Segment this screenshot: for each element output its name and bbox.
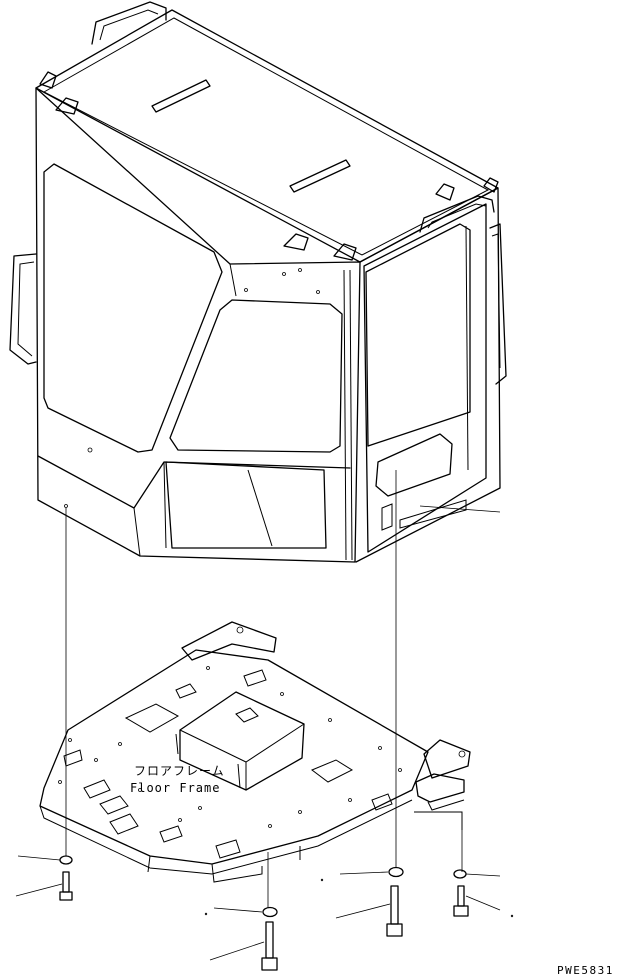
washer [59, 855, 73, 865]
bolt [453, 885, 469, 917]
side-handrail-left [9, 253, 37, 365]
floor-frame-label-jp: フロアフレーム [134, 764, 225, 778]
cab-right-side [355, 187, 501, 563]
cab-left-side [35, 87, 361, 563]
bolt [261, 921, 278, 971]
washer [262, 906, 278, 918]
cab-door-window [365, 223, 471, 447]
roof-handrail-right [419, 195, 495, 233]
leader-lines [15, 505, 514, 961]
floor-frame-plate [39, 649, 429, 865]
roof-handrail-left [91, 1, 167, 45]
side-handrail-right [489, 223, 507, 385]
floor-frame [39, 621, 471, 883]
alignment-lines [65, 470, 463, 908]
fasteners [59, 855, 469, 971]
cab-assembly [9, 1, 507, 563]
cab-left-window [43, 163, 223, 453]
floor-frame-holes [58, 666, 402, 828]
floor-frame-box [179, 691, 305, 791]
cab-front-window [169, 299, 343, 453]
washer [453, 869, 467, 879]
cab-roof [35, 9, 499, 263]
washer [388, 866, 404, 878]
bolt [59, 871, 73, 901]
cab-door [363, 203, 487, 553]
bolt [386, 885, 403, 937]
drawing-code: PWE5831 [557, 964, 614, 977]
floor-frame-label-en: Floor Frame [130, 781, 220, 795]
